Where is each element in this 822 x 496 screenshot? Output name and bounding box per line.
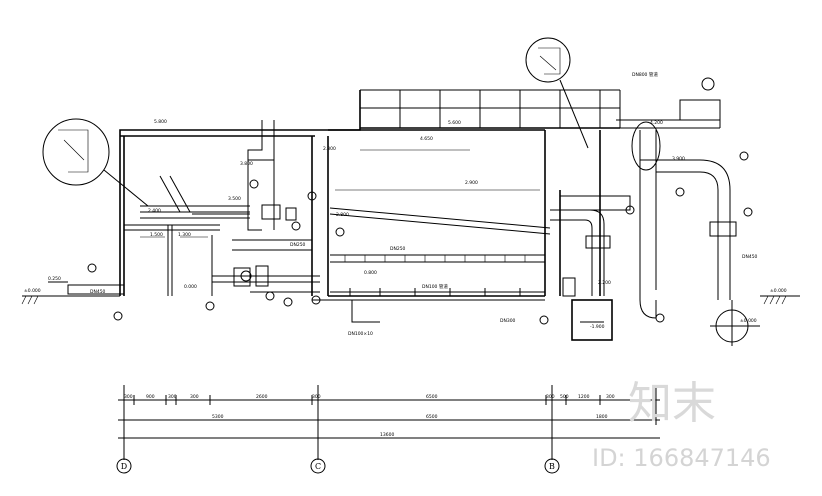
elev-level-a: 3.500 (228, 196, 241, 202)
marker-16 (291, 221, 301, 231)
pipe-spec-label: DN100 管道 (422, 283, 448, 290)
dim-r1-7: 6500 (426, 394, 438, 400)
dim-r1-4: 300 (190, 394, 199, 400)
marker-13 (307, 191, 317, 201)
inlet-pipe-label: DN450 (90, 289, 106, 295)
marker-14 (87, 263, 97, 273)
dim-r1-5: 2600 (256, 394, 268, 400)
marker-10 (743, 207, 753, 217)
marker-2 (205, 301, 215, 311)
left-building: 0.250 DN450 5.800 2.400 1.500 1.300 0.00… (48, 90, 361, 296)
elev-level-g: 0.800 (364, 270, 377, 276)
marker-5 (311, 295, 321, 305)
axis-b: B (549, 462, 555, 471)
dim-r1-9: 500 (560, 394, 569, 400)
dim-r2-1: 5300 (212, 414, 224, 420)
marker-15 (265, 291, 275, 301)
elev-roof-right: 5.600 (448, 120, 461, 126)
elev-level-e: 1.500 (150, 232, 163, 238)
riser-label: DN250 (290, 242, 306, 248)
watermark-logo: 知末 (628, 378, 716, 429)
dim-r1-1: 300 (124, 394, 133, 400)
marker-7 (539, 315, 549, 325)
dim-r2-3: 1800 (596, 414, 608, 420)
axis-c: C (315, 462, 321, 471)
dim-r1-6: 300 (312, 394, 321, 400)
elev-right-tower: 4.200 (650, 120, 663, 126)
elev-ground-left: ±0.000 (24, 288, 41, 294)
elev-right-low: 2.200 (598, 280, 611, 286)
elev-water-center: 4.650 (420, 136, 433, 142)
axis-d: D (121, 462, 127, 471)
marker-3 (249, 179, 259, 189)
right-riser-label: DN450 (742, 254, 758, 260)
bottom-pipe-label: DN100×10 (348, 331, 373, 337)
elev-roof-left: 5.800 (154, 119, 167, 125)
elev-level-c: 2.400 (148, 208, 161, 214)
right-top-label: DN800 管道 (632, 71, 658, 78)
detail-callouts (42, 37, 715, 207)
dim-r1-10: 1200 (578, 394, 590, 400)
circle-markers (87, 151, 753, 325)
elev-right-mid: 3.900 (672, 156, 685, 162)
dim-r2-2: 6500 (426, 414, 438, 420)
elev-level-b: 2.800 (336, 212, 349, 218)
elev-roof-center: 2.300 (323, 146, 336, 152)
watermark: 知末 ID: 166847146 (592, 378, 771, 472)
dim-r1-3: 300 (168, 394, 177, 400)
elev-water-right: 2.900 (465, 180, 478, 186)
elev-inlet: 0.250 (48, 276, 61, 282)
elev-tank-floor: 0.000 (184, 284, 197, 290)
marker-6 (335, 227, 345, 237)
dim-total: 13600 (380, 432, 394, 438)
central-tank: DN100×10 4.650 2.900 2.800 DN250 0.800 D… (311, 129, 551, 337)
elev-upper-pipe: 3.800 (240, 161, 253, 167)
elev-level-f: 1.300 (178, 232, 191, 238)
marker-12 (675, 187, 685, 197)
ground-lines: ±0.000 ±0.000 (21, 288, 800, 305)
dim-r1-11: 300 (606, 394, 615, 400)
dim-r1-2: 900 (146, 394, 155, 400)
marker-11 (739, 151, 749, 161)
elev-pit-bottom: -1.900 (590, 324, 605, 330)
elev-right-base: ±0.000 (740, 318, 757, 324)
watermark-id: ID: 166847146 (592, 444, 771, 472)
riser-pipes: 3.800 3.500 DN250 (212, 120, 320, 293)
axis-bubbles: D C B (116, 458, 560, 474)
marker-1 (113, 311, 123, 321)
outlet-pipe-label: DN300 (500, 318, 516, 324)
dimension-lines: 300 900 300 300 2600 300 6500 300 500 12… (118, 385, 660, 460)
right-equipment: -1.900 3.900 4.200 2.200 DN300 DN450 ±0.… (500, 99, 760, 346)
elev-ground-right: ±0.000 (770, 288, 787, 294)
marker-9 (655, 313, 665, 323)
marker-8 (625, 205, 635, 215)
diffuser-label: DN250 (390, 246, 406, 252)
marker-4 (283, 297, 293, 307)
top-railing: 5.600 DN800 管道 (359, 71, 658, 129)
dim-r1-8: 300 (546, 394, 555, 400)
